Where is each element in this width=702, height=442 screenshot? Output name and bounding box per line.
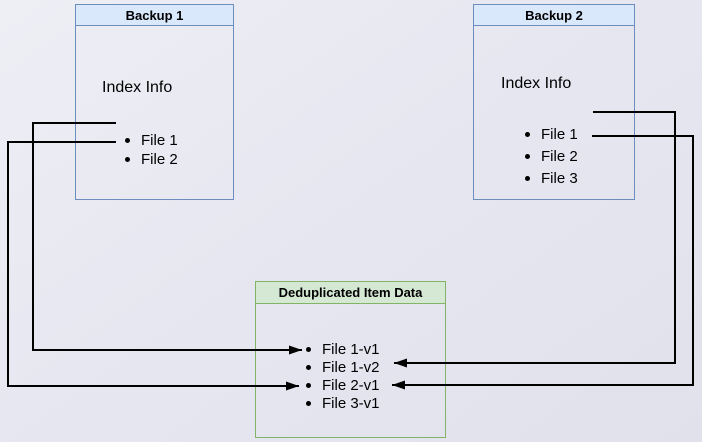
backup1-file-list: File 1 File 2 <box>125 131 178 169</box>
bullet-icon <box>525 153 530 159</box>
dedup-body: File 1-v1 File 1-v2 File 2-v1 File 3-v1 <box>256 304 445 437</box>
backup2-body: Index Info File 1 File 2 File 3 <box>474 26 634 199</box>
file-label: File 1-v1 <box>322 340 380 358</box>
bullet-icon <box>525 131 530 137</box>
file-label: File 2-v1 <box>322 376 380 394</box>
dedup-file-list: File 1-v1 File 1-v2 File 2-v1 File 3-v1 <box>306 340 380 412</box>
dedup-file-item: File 1-v2 <box>306 358 380 376</box>
backup1-node: Backup 1 Index Info File 1 File 2 <box>75 4 234 200</box>
file-label: File 3 <box>541 169 578 187</box>
backup1-body: Index Info File 1 File 2 <box>76 26 233 199</box>
dedup-file-item: File 3-v1 <box>306 394 380 412</box>
backup2-node: Backup 2 Index Info File 1 File 2 File 3 <box>473 4 635 200</box>
backup2-file-list: File 1 File 2 File 3 <box>525 123 578 189</box>
file-label: File 2 <box>141 151 178 168</box>
bullet-icon <box>306 364 311 370</box>
bullet-icon <box>306 382 311 388</box>
dedup-file-item: File 2-v1 <box>306 376 380 394</box>
file-label: File 1 <box>141 132 178 149</box>
file-label: File 2 <box>541 147 578 165</box>
backup1-index-info-label: Index Info <box>102 79 173 96</box>
dedup-file-item: File 1-v1 <box>306 340 380 358</box>
bullet-icon <box>525 175 530 181</box>
backup2-file-item: File 3 <box>525 167 578 189</box>
dedup-title: Deduplicated Item Data <box>256 282 445 304</box>
backup2-index-info-label: Index Info <box>501 75 572 92</box>
backup2-file-item: File 2 <box>525 145 578 167</box>
dedup-node: Deduplicated Item Data File 1-v1 File 1-… <box>255 281 446 438</box>
bullet-icon <box>125 157 130 162</box>
bullet-icon <box>125 138 130 143</box>
backup1-title: Backup 1 <box>76 5 233 26</box>
backup1-file-item: File 2 <box>125 150 178 169</box>
file-label: File 3-v1 <box>322 394 380 412</box>
file-label: File 1 <box>541 125 578 143</box>
bullet-icon <box>306 400 311 406</box>
backup2-title: Backup 2 <box>474 5 634 26</box>
backup2-file-item: File 1 <box>525 123 578 145</box>
bullet-icon <box>306 346 311 352</box>
file-label: File 1-v2 <box>322 358 380 376</box>
backup1-file-item: File 1 <box>125 131 178 150</box>
